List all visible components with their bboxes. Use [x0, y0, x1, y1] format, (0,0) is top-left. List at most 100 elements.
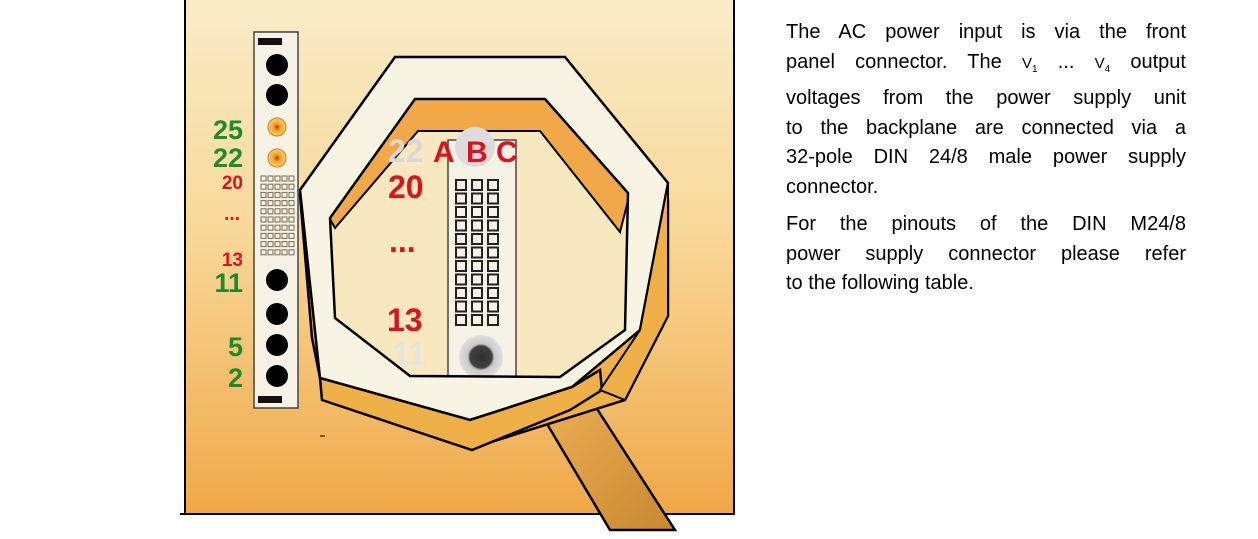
pin-socket — [455, 300, 467, 313]
pin-socket — [288, 191, 295, 198]
pin-socket — [281, 216, 288, 223]
pin-socket — [267, 249, 274, 256]
line: voltages from the power supply unit — [786, 87, 1186, 109]
magnifier: 22 A B C 20 ... 13 11 — [298, 55, 670, 452]
zoom-faded-22: 22 — [388, 133, 424, 169]
pin-socket — [455, 260, 467, 272]
pin-socket — [274, 249, 281, 256]
pin-socket — [455, 192, 467, 205]
pin-socket — [487, 260, 499, 272]
pin-socket — [281, 208, 288, 215]
pin-socket — [487, 287, 499, 299]
pin-socket — [281, 200, 288, 207]
pin-socket — [274, 208, 281, 215]
line: power supply connector please refer — [786, 242, 1186, 265]
text-run: ... — [1037, 50, 1095, 73]
pin-socket — [288, 183, 295, 190]
pin-socket — [260, 216, 267, 223]
pin-socket — [288, 224, 295, 231]
pin-socket — [281, 175, 288, 182]
pin-socket — [487, 314, 499, 326]
zoom-label-13: 13 — [387, 302, 423, 338]
label-5: 5 — [228, 332, 243, 362]
pin-socket — [267, 200, 274, 207]
connector-strip — [253, 31, 299, 409]
pin-socket — [281, 232, 288, 239]
pin-socket — [260, 200, 267, 207]
pin-socket — [288, 208, 295, 215]
pin-socket — [274, 191, 281, 198]
zoom-label-ellipsis: ... — [389, 223, 416, 259]
v-sub: 1 — [1031, 63, 1038, 75]
pin-socket — [487, 300, 499, 313]
pin-socket — [281, 249, 288, 256]
pin-socket — [260, 241, 267, 248]
pin-socket — [471, 192, 483, 205]
pin-socket — [288, 175, 295, 182]
line: to the backplane are connected via a — [786, 116, 1186, 139]
pin-socket — [471, 179, 483, 191]
voltage-v1: V1 — [1021, 54, 1038, 75]
pin-socket — [260, 249, 267, 256]
pin-socket — [487, 179, 499, 191]
pin-socket — [471, 273, 483, 286]
pin-socket — [487, 192, 499, 205]
pin-socket — [288, 200, 295, 207]
v-letter: V — [1021, 54, 1032, 72]
zoom-letter-b: B — [466, 136, 488, 169]
pin-socket — [455, 314, 467, 326]
line: panel connector. The V1 ... V4 output — [786, 48, 1186, 85]
paragraph-pinout-reference: For the pinouts of the DIN M24/8 power s… — [786, 210, 1186, 299]
label-13: 13 — [222, 250, 243, 271]
label-20: 20 — [222, 173, 243, 194]
line: to the following table. — [786, 272, 974, 294]
pin-socket — [455, 219, 467, 232]
description-text: The AC power input is via the front pane… — [786, 18, 1186, 307]
label-11: 11 — [214, 268, 243, 298]
zoom-label-20: 20 — [388, 169, 424, 205]
pin-socket — [471, 233, 483, 245]
voltage-v4: V4 — [1094, 54, 1111, 75]
v-sub: 4 — [1104, 63, 1111, 75]
pin-socket — [487, 246, 499, 259]
section-heading-partial — [960, 0, 1110, 4]
pin-socket — [274, 241, 281, 248]
v-letter: V — [1094, 54, 1105, 72]
pin-socket — [471, 246, 483, 259]
pin-socket — [471, 219, 483, 232]
zoom-letter-c: C — [496, 136, 518, 169]
pin-socket — [281, 183, 288, 190]
pin-socket — [455, 206, 467, 218]
line: The AC power input is via the front — [786, 21, 1186, 43]
text-run: output — [1110, 50, 1186, 73]
pin-socket — [288, 249, 295, 256]
pin-socket — [260, 224, 267, 231]
pin-socket — [260, 183, 267, 190]
pin-socket — [267, 175, 274, 182]
pin-socket — [288, 241, 295, 248]
pin-socket — [267, 208, 274, 215]
pin-socket — [471, 287, 483, 299]
label-22: 22 — [213, 143, 243, 173]
zoomed-connector — [447, 127, 517, 379]
pin-socket — [267, 216, 274, 223]
pin-socket — [455, 273, 467, 286]
pin-socket — [274, 224, 281, 231]
pin-socket — [274, 232, 281, 239]
pin-socket — [288, 216, 295, 223]
pin-socket — [260, 191, 267, 198]
pin-socket — [281, 241, 288, 248]
pin-socket — [471, 300, 483, 313]
pin-socket — [471, 206, 483, 218]
pin-socket — [260, 175, 267, 182]
pin-socket — [471, 314, 483, 326]
line: For the pinouts of the DIN M24/8 — [786, 213, 1186, 235]
pin-socket — [487, 219, 499, 232]
line: connector. — [786, 175, 879, 198]
line: 32-pole DIN 24/8 male power supply — [786, 146, 1186, 168]
pin-socket — [281, 191, 288, 198]
zoom-letter-a: A — [433, 136, 455, 169]
pin-socket — [281, 224, 288, 231]
pin-socket — [260, 208, 267, 215]
